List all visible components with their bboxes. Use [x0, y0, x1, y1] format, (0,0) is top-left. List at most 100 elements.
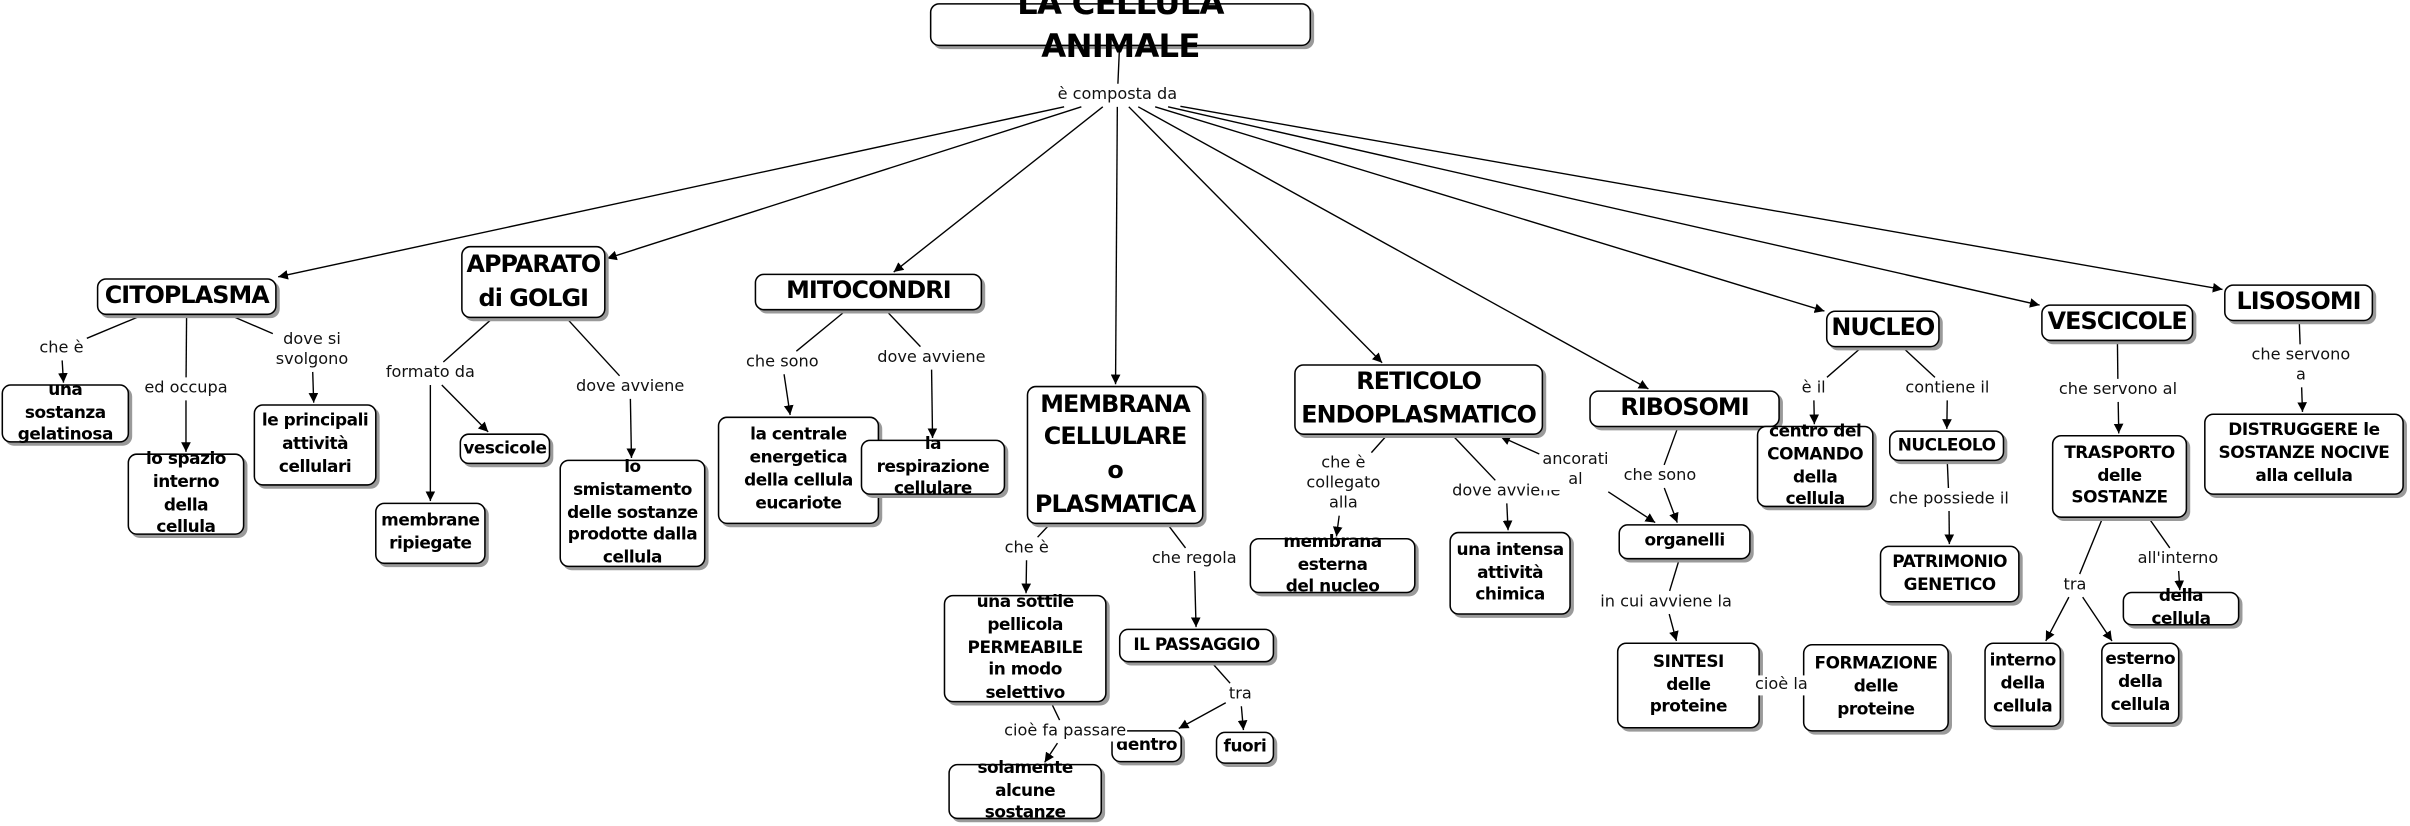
linking-phrase-nuc-contiene: contiene il: [1904, 379, 1991, 399]
arrow-composta-reticolo: [1129, 107, 1382, 363]
connector-nucleo-nuc_il: [1827, 349, 1860, 377]
linking-phrase-pass-tra: tra: [1227, 685, 1253, 705]
linking-phrase-cit-svolgono: dove si svolgono: [274, 330, 350, 370]
connector-membrana-mem_regola: [1169, 526, 1186, 548]
arrow-composta-vescicole: [1168, 107, 2040, 305]
concept-pellicola: una sottile pellicola PERMEABILE in modo…: [944, 595, 1107, 703]
concept-membrana: MEMBRANA CELLULARE o PLASMATICA: [1027, 386, 1204, 524]
concept-membrane-rip: membrane ripiegate: [375, 503, 486, 564]
concept-passaggio: IL PASSAGGIO: [1119, 629, 1274, 663]
arrow-composta-ribosomi: [1138, 107, 1648, 389]
arrow-composta-lisosomi: [1180, 106, 2222, 289]
connector-citoplasma-cit_svolgono: [233, 317, 273, 334]
arrow-composta-golgi: [607, 107, 1081, 259]
concept-formazione: FORMAZIONE delle proteine: [1803, 644, 1949, 732]
concept-interno: interno della cellula: [1984, 642, 2061, 727]
linking-phrase-mit-sono: che sono: [745, 353, 821, 373]
connector-trasporto-tra_interno: [2150, 520, 2170, 548]
concept-ribosomi: RIBOSOMI: [1589, 390, 1780, 427]
connector-reticolo-rib_ancorati: [1500, 437, 1539, 455]
connector-trasporto-tra_tra: [2080, 520, 2102, 575]
concept-organelli: organelli: [1618, 524, 1750, 559]
map-title: LA CELLULA ANIMALE: [930, 3, 1311, 46]
concept-spazio: lo spazio interno della cellula: [128, 453, 245, 534]
arrow-org_avviene-sintesi: [1669, 614, 1676, 641]
concept-lisosomi: LISOSOMI: [2224, 284, 2373, 321]
linking-phrase-mit-avviene: dove avviene: [876, 348, 987, 368]
arrow-ret_avviene-intensa: [1507, 503, 1508, 530]
connector-ribosomi-rib_sono: [1664, 429, 1677, 465]
arrow-rib_ancorati-organelli: [1608, 492, 1655, 523]
arrow-mit_sono-centrale: [784, 374, 790, 415]
arrow-lis_servono-distruggere: [2302, 387, 2303, 412]
arrow-composta-nucleo: [1155, 107, 1824, 311]
linking-phrase-ves-servono: che servono al: [2057, 380, 2178, 400]
concept-solamente: solamente alcune sostanze: [948, 764, 1102, 819]
linking-phrase-ncl-possiede: che possiede il: [1887, 489, 2010, 509]
connector-lisosomi-lis_servono: [2299, 323, 2300, 345]
concept-vescicole-g: vescicole: [460, 433, 551, 464]
concept-membrana-est: membrana esterna del nucleo: [1250, 538, 1416, 593]
linking-phrase-tra-interno: all'interno: [2136, 549, 2220, 569]
linking-phrase-cit-che: che è: [38, 339, 85, 359]
concept-esterno: esterno della cellula: [2101, 642, 2179, 723]
linking-phrase-sin-cioe: cioè la: [1754, 675, 1810, 695]
concept-mitocondri: MITOCONDRI: [755, 274, 982, 311]
concept-attivita: le principali attività cellulari: [254, 404, 377, 485]
concept-sostanza: una sostanza gelatinosa: [2, 384, 130, 442]
linking-phrase-rib-ancorati: ancorati al: [1541, 450, 1610, 490]
linking-phrase-rib-sono: che sono: [1622, 466, 1698, 486]
linking-phrase-gol-avviene: dove avviene: [574, 377, 685, 397]
connector-passaggio-pass_tra: [1213, 664, 1230, 683]
arrow-gol_avviene-smistamento: [630, 399, 631, 458]
connector-golgi-gol_avviene: [568, 320, 620, 376]
connector-pellicola-mem_passare: [1052, 704, 1060, 720]
concept-reticolo: RETICOLO ENDOPLASMATICO: [1294, 364, 1543, 435]
arrow-rib_sono-organelli: [1664, 488, 1677, 523]
concept-smistamento: lo smistamento delle sostanze prodotte d…: [559, 460, 705, 568]
connector-organelli-org_avviene: [1670, 561, 1679, 591]
linking-phrase-tra-tra: tra: [2062, 576, 2088, 596]
arrow-composta-mitocondri: [894, 107, 1103, 272]
connector-reticolo-ret_collegato: [1371, 437, 1385, 453]
connector-nucleolo-ncl_possiede: [1947, 463, 1948, 488]
concept-trasporto: TRASPORTO delle SOSTANZE: [2052, 435, 2187, 518]
concept-nucleolo: NUCLEOLO: [1889, 430, 2004, 461]
arrow-mem_che-pellicola: [1026, 560, 1027, 593]
linking-phrase-mem-passare: cioè fa passare: [1003, 722, 1128, 742]
concept-fuori: fuori: [1216, 732, 1274, 764]
arrow-pass_tra-dentro: [1179, 703, 1226, 729]
concept-sintesi: SINTESI delle proteine: [1617, 642, 1760, 728]
concept-golgi: APPARATO di GOLGI: [461, 246, 605, 318]
concept-centrale: la centrale energetica della cellula euc…: [718, 417, 879, 525]
arrow-cit_svolgono-attivita: [313, 372, 314, 403]
linking-phrase-nuc-il: è il: [1800, 379, 1827, 399]
linking-phrase-lis-servono: che servono a: [2246, 346, 2355, 386]
connector-mitocondri-mit_avviene: [887, 312, 920, 347]
arrow-tra_tra-esterno: [2083, 597, 2112, 641]
concept-nucleo: NUCLEO: [1826, 310, 1940, 347]
linking-phrase-mem-che: che è: [1003, 539, 1050, 559]
arrow-composta-citoplasma: [278, 107, 1064, 277]
arrow-tra_tra-interno: [2046, 597, 2069, 641]
linking-phrase-gol-formato: formato da: [384, 363, 476, 383]
arrow-pass_tra-fuori: [1241, 706, 1243, 730]
concept-vescicole: VESCICOLE: [2041, 304, 2193, 341]
connector-membrana-mem_che: [1038, 526, 1049, 538]
linking-phrase-mem-regola: che regola: [1150, 549, 1238, 569]
connector-citoplasma-cit_che: [87, 317, 139, 339]
connector-golgi-gol_formato: [443, 320, 491, 362]
concept-della-cellula: della cellula: [2123, 592, 2240, 626]
concept-comando: centro del COMANDO della cellula: [1757, 426, 1874, 507]
arrow-ves_servono-trasporto: [2118, 402, 2119, 434]
arrow-gol_formato-vescicole_g: [442, 385, 488, 432]
linking-phrase-cit-occupa: ed occupa: [143, 379, 229, 399]
connector-mitocondri-mit_sono: [796, 312, 844, 351]
connector-reticolo-ret_avviene: [1454, 437, 1496, 481]
concept-distruggere: DISTRUGGERE le SOSTANZE NOCIVE alla cell…: [2204, 413, 2404, 494]
concept-intensa: una intensa attività chimica: [1449, 532, 1570, 615]
linking-phrase-composta: è composta da: [1056, 85, 1179, 105]
concept-respirazione: la respirazione cellulare: [861, 440, 1005, 495]
arrow-mem_regola-passaggio: [1195, 571, 1197, 627]
